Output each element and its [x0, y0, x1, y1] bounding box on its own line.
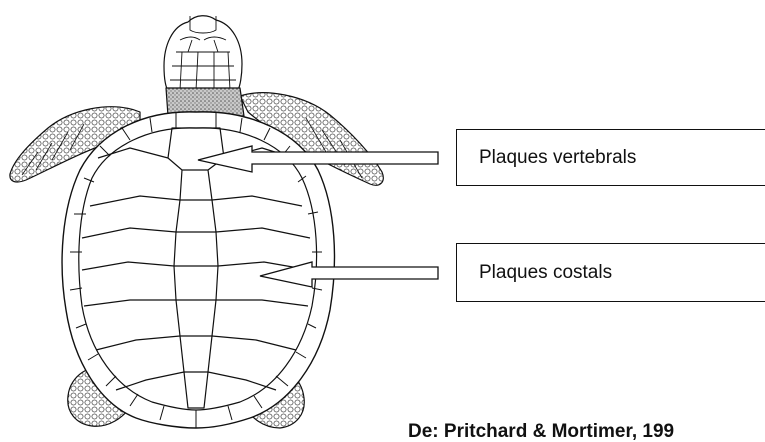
source-credit: De: Pritchard & Mortimer, 199: [408, 422, 674, 441]
label-vertebral-box: Plaques vertebrals: [456, 129, 765, 186]
label-vertebral: Plaques vertebrals: [479, 147, 636, 169]
head: [164, 16, 242, 90]
label-costal: Plaques costals: [479, 262, 612, 284]
label-costal-box: Plaques costals: [456, 243, 765, 302]
